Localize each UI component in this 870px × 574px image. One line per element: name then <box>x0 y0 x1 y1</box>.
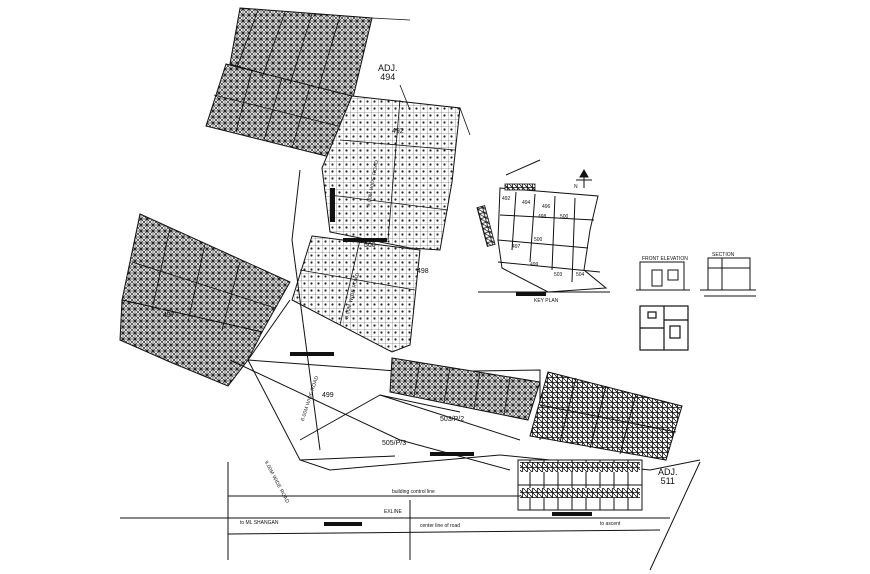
block-north <box>205 7 373 161</box>
key-plan-plot: 492 <box>502 196 511 202</box>
key-plan <box>478 159 610 293</box>
elevation-title: FRONT ELEVATION <box>642 256 688 262</box>
road-bar <box>330 188 335 222</box>
key-plan-plot: 503 <box>554 272 563 278</box>
block-east-strip <box>389 357 541 421</box>
block-central <box>291 95 461 353</box>
existing-line-label: EXLINE <box>384 509 402 515</box>
north-arrow-icon <box>576 168 592 188</box>
front-elevation <box>636 261 690 291</box>
key-plan-plot: 497 <box>512 244 521 250</box>
key-plan-plot: 499 <box>530 262 539 268</box>
road-bar <box>552 512 592 516</box>
plot-number: 500 <box>364 242 376 249</box>
key-plan-plot: 498 <box>538 214 547 220</box>
north-label: N <box>574 184 578 190</box>
key-plan-plot: 500 <box>560 214 569 220</box>
floor-plan <box>639 305 689 351</box>
adj-label-north: ADJ.494 <box>378 63 398 82</box>
building-section <box>700 257 756 297</box>
plot-number: 505/P/3 <box>382 440 407 447</box>
key-plan-plot: 494 <box>522 200 531 206</box>
block-east <box>529 371 683 461</box>
plot-number: 499 <box>322 392 334 399</box>
road-bar <box>343 238 387 242</box>
plot-number: 497 <box>163 312 175 319</box>
adj-label-east: ADJ.511 <box>658 467 678 486</box>
road-bar <box>516 292 546 296</box>
centre-line-label: center line of road <box>420 523 461 529</box>
road-direction-left: to ML SHANGAN <box>240 520 279 526</box>
plot-number: 492 <box>392 128 404 135</box>
block-west <box>119 213 291 387</box>
plot-number: 503/P/2 <box>440 416 465 423</box>
main-road <box>120 461 701 571</box>
plot-number: 498 <box>417 268 429 275</box>
section-title: SECTION <box>712 252 735 258</box>
building-line-label: building control line <box>392 489 435 495</box>
key-plan-plot: 500 <box>534 237 543 243</box>
road-bar <box>290 352 334 356</box>
road-direction-right: to ascent <box>600 521 621 527</box>
road-bar <box>324 522 362 526</box>
key-plan-plot: 496 <box>542 204 551 210</box>
key-plan-plot: 504 <box>576 272 585 278</box>
key-plan-title: KEY PLAN <box>534 298 559 304</box>
road-bar <box>430 452 474 456</box>
